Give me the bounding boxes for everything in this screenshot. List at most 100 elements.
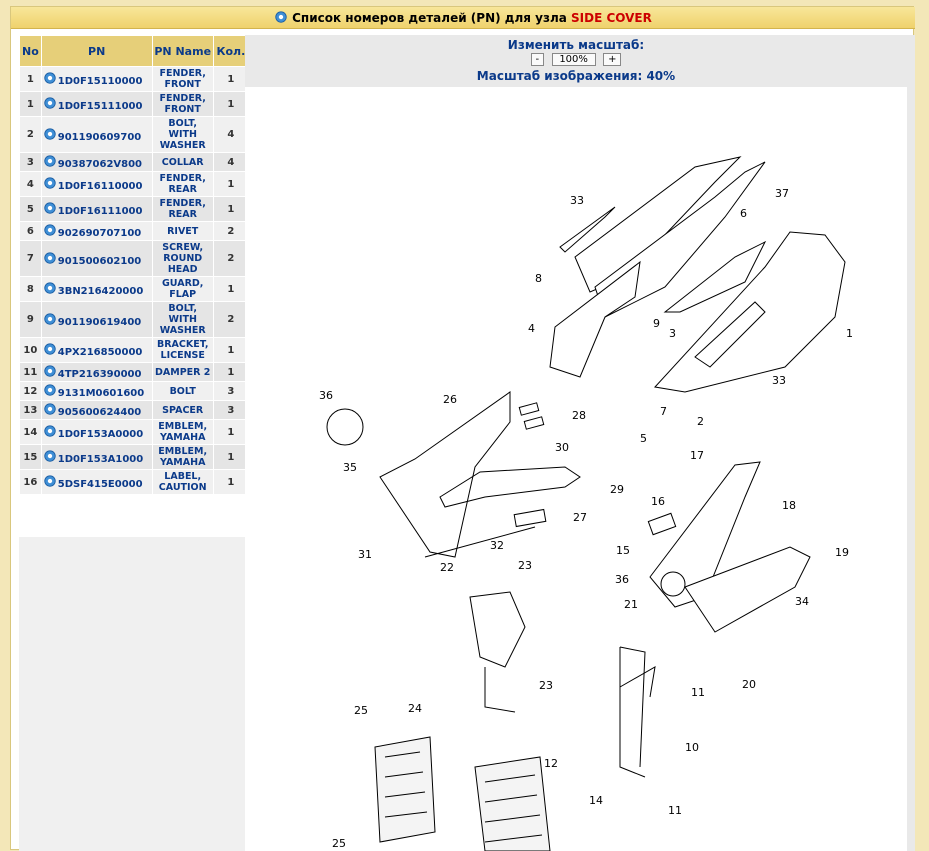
pn-link[interactable]: 901190619400 [57,316,142,328]
callout-14[interactable]: 14 [589,794,603,807]
callout-27[interactable]: 27 [573,511,587,524]
row-pn[interactable]: 902690707100 [41,222,152,240]
callout-10[interactable]: 10 [685,741,699,754]
callout-18[interactable]: 18 [782,499,796,512]
row-pn[interactable]: 1D0F153A0000 [41,420,152,444]
row-pn[interactable]: 1D0F15111000 [41,92,152,116]
callout-24[interactable]: 24 [408,702,422,715]
callout-36[interactable]: 36 [319,389,333,402]
callout-17[interactable]: 17 [690,449,704,462]
callout-20[interactable]: 20 [742,678,756,691]
callout-32[interactable]: 32 [490,539,504,552]
parts-window: Список номеров деталей (PN) для узла SID… [10,6,915,851]
pn-link[interactable]: 1D0F15110000 [57,76,143,87]
pn-link[interactable]: 90387062V800 [57,159,143,170]
callout-23[interactable]: 23 [518,559,532,572]
callout-15[interactable]: 15 [616,544,630,557]
callout-33[interactable]: 33 [772,374,786,387]
callout-23[interactable]: 23 [539,679,553,692]
callout-30[interactable]: 30 [555,441,569,454]
callout-29[interactable]: 29 [610,483,624,496]
row-pn[interactable]: 4PX216850000 [41,338,152,362]
row-qty: 1 [213,92,248,116]
pn-link[interactable]: 905600624400 [57,407,142,418]
callout-28[interactable]: 28 [572,409,586,422]
callout-1[interactable]: 1 [846,327,853,340]
pn-link[interactable]: 4PX216850000 [57,347,143,358]
row-pn[interactable]: 901190609700 [41,117,152,152]
pn-link[interactable]: 3BN216420000 [57,286,144,297]
callout-2[interactable]: 2 [697,415,704,428]
callout-26[interactable]: 26 [443,393,457,406]
row-pn[interactable]: 1D0F16111000 [41,197,152,221]
row-pn[interactable]: 90387062V800 [41,153,152,171]
row-qty: 3 [213,401,248,419]
callout-34[interactable]: 34 [795,595,809,608]
callout-36[interactable]: 36 [615,573,629,586]
callout-8[interactable]: 8 [535,272,542,285]
pn-link[interactable]: 902690707100 [57,228,142,239]
callout-37[interactable]: 37 [775,187,789,200]
callout-31[interactable]: 31 [358,548,372,561]
callout-33[interactable]: 33 [570,194,584,207]
pn-link[interactable]: 4TP216390000 [57,369,142,380]
callout-21[interactable]: 21 [624,598,638,611]
pn-link[interactable]: 1D0F16111000 [57,206,143,217]
row-pn[interactable]: 1D0F15110000 [41,67,152,91]
pn-link[interactable]: 901190609700 [57,131,142,143]
row-pn[interactable]: 901500602100 [41,241,152,276]
row-pn[interactable]: 1D0F153A1000 [41,445,152,469]
callout-11[interactable]: 11 [668,804,682,817]
zoom-out-button[interactable]: - [530,53,545,66]
callout-7[interactable]: 7 [660,405,667,418]
callout-35[interactable]: 35 [343,461,357,474]
row-pn[interactable]: 5DSF415E0000 [41,470,152,494]
row-pn[interactable]: 901190619400 [41,302,152,337]
gear-icon [44,224,56,236]
pn-link[interactable]: 1D0F153A0000 [57,429,144,440]
pn-link[interactable]: 9131M0601600 [57,388,145,399]
callout-22[interactable]: 22 [440,561,454,574]
pn-link[interactable]: 901500602100 [57,255,142,267]
row-pn[interactable]: 1D0F16110000 [41,172,152,196]
callout-25[interactable]: 25 [354,704,368,717]
callout-16[interactable]: 16 [651,495,665,508]
row-pn[interactable]: 3BN216420000 [41,277,152,301]
zoom-value-field[interactable]: 100% [551,53,596,66]
callout-25[interactable]: 25 [332,837,346,850]
callout-19[interactable]: 19 [835,546,849,559]
callout-3[interactable]: 3 [669,327,676,340]
callout-9[interactable]: 9 [653,317,660,330]
callout-4[interactable]: 4 [528,322,535,335]
callout-12[interactable]: 12 [544,757,558,770]
row-pn[interactable]: 905600624400 [41,401,152,419]
pn-link[interactable]: 1D0F16110000 [57,181,143,192]
callout-5[interactable]: 5 [640,432,647,445]
callout-6[interactable]: 6 [740,207,747,220]
pn-link[interactable]: 5DSF415E0000 [57,479,143,490]
zoom-in-button[interactable]: + [603,53,622,66]
callout-11[interactable]: 11 [691,686,705,699]
row-pn[interactable]: 9131M0601600 [41,382,152,400]
row-pn[interactable]: 4TP216390000 [41,363,152,381]
pn-link[interactable]: 1D0F15111000 [57,101,143,112]
pn-link[interactable]: 1D0F153A1000 [57,454,144,465]
